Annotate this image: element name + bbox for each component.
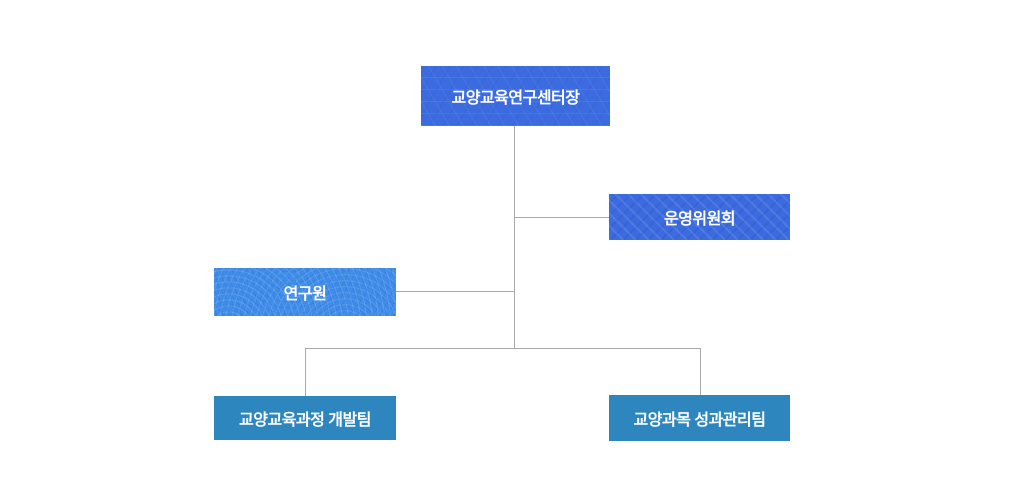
connector-researcher-horizontal [396,291,514,292]
org-node-performance-team: 교양과목 성과관리팀 [609,395,790,441]
org-node-director-label: 교양교육연구센터장 [451,90,580,107]
org-node-director: 교양교육연구센터장 [421,66,610,126]
connector-teams-branch [305,348,701,349]
org-node-performance-team-label: 교양과목 성과관리팀 [633,412,766,429]
connector-committee-horizontal [515,217,609,218]
org-node-dev-team-label: 교양교육과정 개발팀 [239,412,371,429]
org-node-researcher: 연구원 [214,268,396,316]
org-node-committee-label: 운영위원회 [663,211,736,228]
org-node-committee: 운영위원회 [609,194,790,240]
connector-dev-team-drop [305,348,306,396]
org-node-researcher-label: 연구원 [283,286,327,303]
connector-performance-team-drop [700,348,701,395]
connector-trunk-vertical [514,126,515,348]
org-node-dev-team: 교양교육과정 개발팀 [214,396,396,440]
